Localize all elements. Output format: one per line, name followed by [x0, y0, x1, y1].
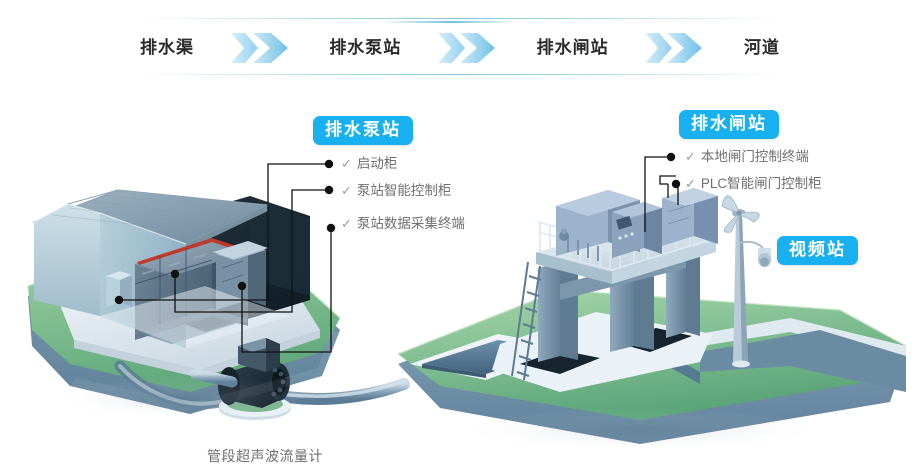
flow-meter-caption: 管段超声波流量计 — [207, 448, 323, 464]
flow-divider-bottom — [140, 74, 780, 75]
sluice-gate-station — [492, 188, 718, 392]
badge-gate-station: 排水闸站 — [679, 110, 779, 139]
callout-label: PLC智能闸门控制柜 — [700, 176, 822, 191]
flow-step-1: 排水渠 — [140, 38, 194, 57]
badge-pump-station: 排水泵站 — [313, 116, 413, 145]
callout-label: 本地闸门控制终端 — [700, 149, 809, 164]
access-ladder — [511, 261, 542, 381]
check-icon: ✓ — [685, 149, 696, 165]
double-chevron-right-icon — [230, 31, 293, 65]
badge-video-station: 视频站 — [777, 236, 858, 265]
local-gate-control-terminal — [612, 202, 662, 258]
check-icon: ✓ — [341, 156, 352, 172]
double-chevron-right-icon — [437, 31, 500, 65]
flow-arrow-1 — [230, 31, 293, 65]
flow-step-2: 排水泵站 — [329, 38, 402, 57]
check-icon: ✓ — [341, 183, 352, 199]
callout-gate-item-1: ✓ 本地闸门控制终端 — [685, 150, 809, 164]
flow-step-4: 河道 — [743, 38, 780, 57]
flow-divider-accent — [380, 21, 520, 23]
callout-label: 泵站数据采集终端 — [356, 216, 465, 231]
turbine-blades — [721, 195, 760, 233]
callout-gate-item-2: ✓ PLC智能闸门控制柜 — [685, 177, 822, 191]
camera-dome — [739, 240, 771, 267]
callout-label: 启动柜 — [356, 156, 398, 171]
callout-pump-item-3: ✓ 泵站数据采集终端 — [341, 217, 465, 231]
flow-arrow-3 — [645, 31, 707, 65]
flow-arrow-2 — [437, 31, 500, 65]
callout-pump-item-2: ✓ 泵站智能控制柜 — [341, 184, 451, 198]
process-flow-bar: 排水渠 — [140, 18, 780, 82]
check-icon: ✓ — [341, 216, 352, 232]
callout-pump-item-1: ✓ 启动柜 — [341, 157, 397, 171]
starter-cabinet — [106, 271, 132, 307]
wind-turbine-camera-pole — [721, 195, 771, 368]
flow-divider-top — [140, 18, 780, 19]
check-icon: ✓ — [685, 176, 696, 192]
callout-label: 泵站智能控制柜 — [356, 183, 452, 198]
flow-step-3: 排水闸站 — [536, 38, 609, 57]
outfall-channel — [664, 318, 906, 392]
double-chevron-right-icon — [645, 31, 707, 65]
